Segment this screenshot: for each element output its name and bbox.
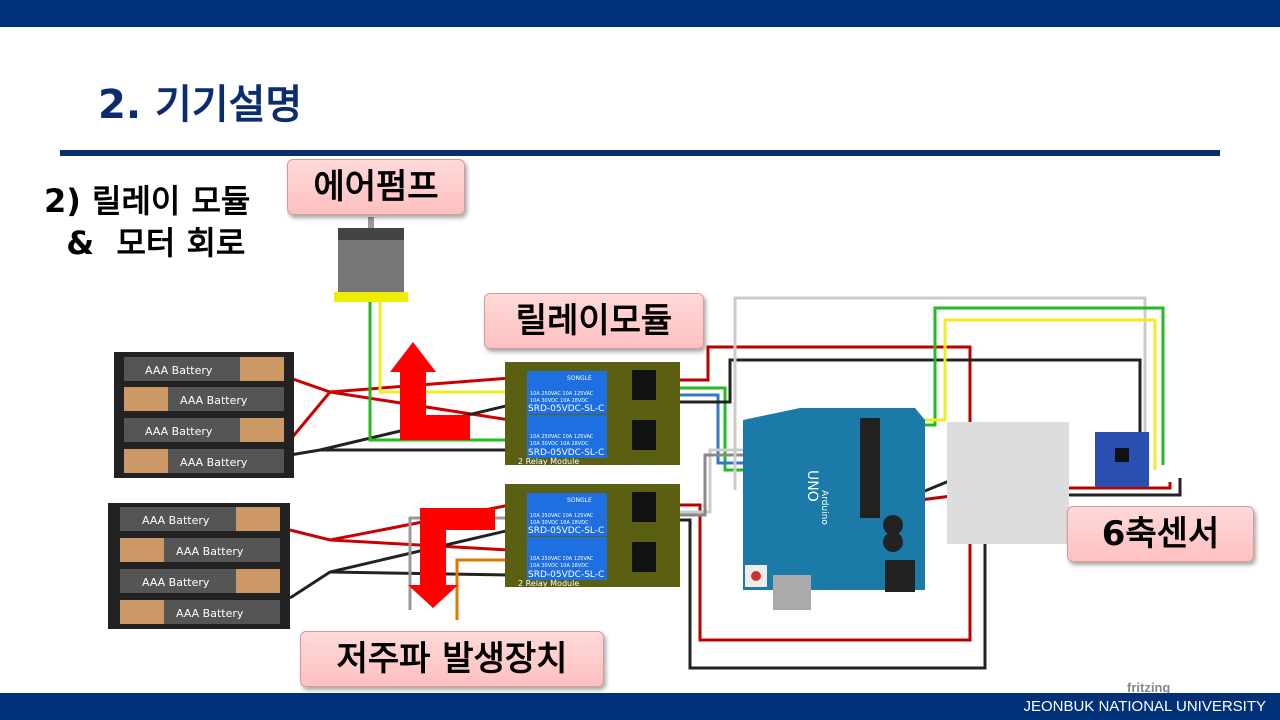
callout-relay-module: 릴레이모듈	[484, 293, 704, 349]
subtitle-line2: & 모터 회로	[44, 224, 246, 262]
svg-text:2 Relay Module: 2 Relay Module	[518, 457, 579, 466]
relay-module-1: SONGLE 10A 250VAC 10A 125VAC 10A 30VDC 1…	[505, 362, 680, 466]
arrow-down-icon	[408, 508, 495, 608]
svg-text:SRD-05VDC-SL-C: SRD-05VDC-SL-C	[528, 526, 604, 536]
svg-text:AAA Battery: AAA Battery	[176, 607, 244, 620]
svg-text:10A 30VDC 10A 28VDC: 10A 30VDC 10A 28VDC	[530, 441, 589, 447]
svg-text:10A 30VDC 10A 28VDC: 10A 30VDC 10A 28VDC	[530, 563, 589, 569]
svg-text:SRD-05VDC-SL-C: SRD-05VDC-SL-C	[528, 570, 604, 580]
fritzing-watermark: fritzing	[1127, 680, 1171, 695]
battery-pack-1: AAA Battery AAA Battery AAA Battery AAA …	[114, 352, 294, 478]
footer-bar: JEONBUK NATIONAL UNIVERSITY	[0, 693, 1280, 720]
breadboard	[947, 422, 1069, 544]
callout-six-axis-sensor: 6축센서	[1067, 506, 1254, 562]
svg-text:2 Relay Module: 2 Relay Module	[518, 579, 579, 588]
air-pump-motor	[334, 217, 408, 302]
svg-text:AAA Battery: AAA Battery	[180, 394, 248, 407]
slide-subtitle: 2) 릴레이 모듈 & 모터 회로	[44, 180, 250, 264]
svg-text:SRD-05VDC-SL-C: SRD-05VDC-SL-C	[528, 404, 604, 414]
subtitle-line1: 2) 릴레이 모듈	[44, 182, 251, 220]
university-name: JEONBUK NATIONAL UNIVERSITY	[1023, 698, 1266, 715]
svg-text:Arduino: Arduino	[819, 490, 829, 525]
callout-air-pump: 에어펌프	[287, 159, 465, 215]
svg-text:AAA Battery: AAA Battery	[145, 364, 213, 377]
arduino-uno-board: UNO Arduino	[743, 408, 925, 610]
svg-text:10A 30VDC 10A 28VDC: 10A 30VDC 10A 28VDC	[530, 398, 589, 404]
svg-text:AAA Battery: AAA Battery	[180, 456, 248, 469]
title-divider	[60, 150, 1220, 156]
battery-pack-2: AAA Battery AAA Battery AAA Battery AAA …	[108, 503, 290, 629]
svg-text:10A 250VAC 10A 125VAC: 10A 250VAC 10A 125VAC	[530, 434, 594, 440]
svg-text:10A 30VDC 10A 28VDC: 10A 30VDC 10A 28VDC	[530, 520, 589, 526]
svg-text:SRD-05VDC-SL-C: SRD-05VDC-SL-C	[528, 448, 604, 458]
relay-module-2: SONGLE 10A 250VAC 10A 125VAC 10A 30VDC 1…	[505, 484, 680, 588]
svg-text:10A 250VAC 10A 125VAC: 10A 250VAC 10A 125VAC	[530, 556, 594, 562]
callout-infrasound-generator: 저주파 발생장치	[300, 631, 604, 687]
slide-title: 2. 기기설명	[98, 82, 303, 128]
svg-text:AAA Battery: AAA Battery	[142, 576, 210, 589]
svg-text:10A 250VAC 10A 125VAC: 10A 250VAC 10A 125VAC	[530, 391, 594, 397]
svg-text:AAA Battery: AAA Battery	[142, 514, 210, 527]
arrow-up-icon	[390, 342, 470, 440]
svg-text:UNO: UNO	[804, 470, 820, 502]
svg-text:SONGLE: SONGLE	[567, 375, 592, 382]
svg-text:AAA Battery: AAA Battery	[176, 545, 244, 558]
six-axis-sensor-board	[1095, 432, 1149, 487]
top-bar	[0, 0, 1280, 27]
svg-text:10A 250VAC 10A 125VAC: 10A 250VAC 10A 125VAC	[530, 513, 594, 519]
svg-text:AAA Battery: AAA Battery	[145, 425, 213, 438]
svg-text:SONGLE: SONGLE	[567, 497, 592, 504]
